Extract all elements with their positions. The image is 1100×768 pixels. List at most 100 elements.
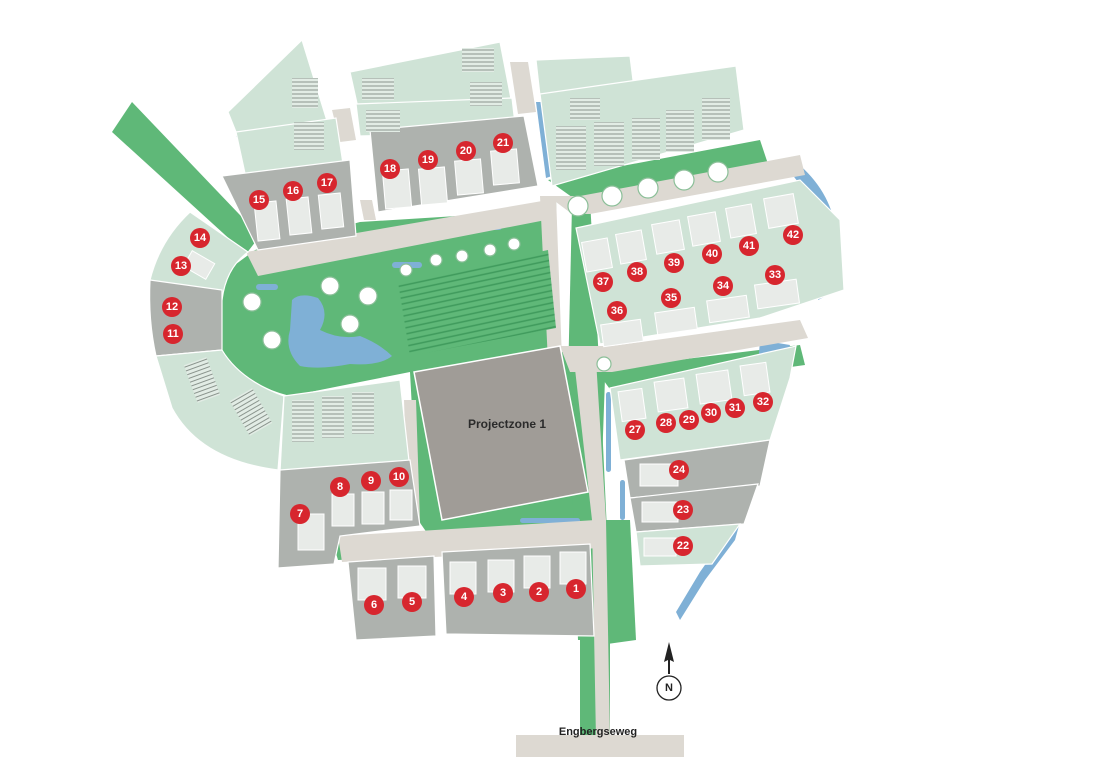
plot-number: 16 bbox=[287, 185, 299, 197]
plot-marker-circle bbox=[249, 190, 269, 210]
plot-marker-2[interactable]: 2 bbox=[529, 582, 549, 602]
plot-number: 22 bbox=[677, 540, 689, 552]
plot-marker-circle bbox=[679, 410, 699, 430]
plot-marker-circle bbox=[765, 265, 785, 285]
plot-marker-13[interactable]: 13 bbox=[171, 256, 191, 276]
house-footprints bbox=[182, 148, 801, 601]
plot-marker-18[interactable]: 18 bbox=[380, 159, 400, 179]
plot-marker-11[interactable]: 11 bbox=[163, 324, 183, 344]
plot-marker-34[interactable]: 34 bbox=[713, 276, 733, 296]
plot-number: 9 bbox=[368, 475, 374, 487]
plot-marker-circle bbox=[661, 288, 681, 308]
trees bbox=[242, 161, 729, 372]
plot-number: 31 bbox=[729, 402, 741, 414]
plot-number: 2 bbox=[536, 586, 542, 598]
plot-marker-41[interactable]: 41 bbox=[739, 236, 759, 256]
plot-marker-21[interactable]: 21 bbox=[493, 133, 513, 153]
plot-marker-circle bbox=[701, 403, 721, 423]
plot-number: 6 bbox=[371, 599, 377, 611]
plot-number: 21 bbox=[497, 137, 509, 149]
plot-marker-circle bbox=[664, 253, 684, 273]
plot-marker-circle bbox=[713, 276, 733, 296]
plot-marker-6[interactable]: 6 bbox=[364, 595, 384, 615]
plot-marker-circle bbox=[283, 181, 303, 201]
plot-marker-circle bbox=[418, 150, 438, 170]
plot-number: 8 bbox=[337, 481, 343, 493]
plot-marker-15[interactable]: 15 bbox=[249, 190, 269, 210]
plot-marker-4[interactable]: 4 bbox=[454, 587, 474, 607]
plot-marker-circle bbox=[456, 141, 476, 161]
plot-marker-circle bbox=[454, 587, 474, 607]
crop-field bbox=[398, 250, 556, 356]
plot-marker-27[interactable]: 27 bbox=[625, 420, 645, 440]
plot-marker-24[interactable]: 24 bbox=[669, 460, 689, 480]
plot-marker-1[interactable]: 1 bbox=[566, 579, 586, 599]
plot-marker-36[interactable]: 36 bbox=[607, 301, 627, 321]
plot-marker-circle bbox=[627, 262, 647, 282]
plot-marker-circle bbox=[673, 500, 693, 520]
plot-number: 36 bbox=[611, 305, 623, 317]
plot-marker-35[interactable]: 35 bbox=[661, 288, 681, 308]
plot-marker-28[interactable]: 28 bbox=[656, 413, 676, 433]
plot-marker-19[interactable]: 19 bbox=[418, 150, 438, 170]
plot-number: 28 bbox=[660, 417, 672, 429]
plot-marker-22[interactable]: 22 bbox=[673, 536, 693, 556]
plot-number: 11 bbox=[167, 328, 179, 340]
plot-marker-circle bbox=[783, 225, 803, 245]
plot-marker-17[interactable]: 17 bbox=[317, 173, 337, 193]
plot-marker-7[interactable]: 7 bbox=[290, 504, 310, 524]
plot-number: 39 bbox=[668, 257, 680, 269]
plot-marker-33[interactable]: 33 bbox=[765, 265, 785, 285]
plot-number: 27 bbox=[629, 424, 641, 436]
plot-marker-20[interactable]: 20 bbox=[456, 141, 476, 161]
plot-marker-32[interactable]: 32 bbox=[753, 392, 773, 412]
plot-number: 33 bbox=[769, 269, 781, 281]
plot-marker-circle bbox=[593, 272, 613, 292]
plot-marker-circle bbox=[493, 583, 513, 603]
project-zone[interactable]: Projectzone 1 bbox=[413, 345, 589, 521]
plot-marker-circle bbox=[171, 256, 191, 276]
project-zone-label: Projectzone 1 bbox=[468, 417, 546, 431]
plot-number: 23 bbox=[677, 504, 689, 516]
plot-marker-circle bbox=[330, 477, 350, 497]
plot-number: 14 bbox=[194, 232, 207, 244]
plot-marker-30[interactable]: 30 bbox=[701, 403, 721, 423]
plot-marker-circle bbox=[566, 579, 586, 599]
plot-marker-12[interactable]: 12 bbox=[162, 297, 182, 317]
plot-marker-37[interactable]: 37 bbox=[593, 272, 613, 292]
plot-number: 7 bbox=[297, 508, 303, 520]
plot-marker-10[interactable]: 10 bbox=[389, 467, 409, 487]
plot-marker-5[interactable]: 5 bbox=[402, 592, 422, 612]
plot-marker-circle bbox=[163, 324, 183, 344]
plot-number: 19 bbox=[422, 154, 434, 166]
plot-marker-circle bbox=[702, 244, 722, 264]
plot-number: 3 bbox=[500, 587, 506, 599]
plot-marker-29[interactable]: 29 bbox=[679, 410, 699, 430]
plot-marker-39[interactable]: 39 bbox=[664, 253, 684, 273]
plot-marker-31[interactable]: 31 bbox=[725, 398, 745, 418]
plot-number: 17 bbox=[321, 177, 333, 189]
garden-rows bbox=[183, 48, 730, 442]
plot-marker-23[interactable]: 23 bbox=[673, 500, 693, 520]
plot-number: 4 bbox=[461, 591, 468, 603]
plot-number: 38 bbox=[631, 266, 643, 278]
plot-number: 29 bbox=[683, 414, 695, 426]
plot-marker-8[interactable]: 8 bbox=[330, 477, 350, 497]
plot-marker-circle bbox=[656, 413, 676, 433]
plot-marker-circle bbox=[493, 133, 513, 153]
plot-marker-42[interactable]: 42 bbox=[783, 225, 803, 245]
plot-number: 20 bbox=[460, 145, 472, 157]
plot-marker-16[interactable]: 16 bbox=[283, 181, 303, 201]
plot-marker-9[interactable]: 9 bbox=[361, 471, 381, 491]
plot-number: 24 bbox=[673, 464, 686, 476]
plot-number: 18 bbox=[384, 163, 396, 175]
plot-marker-14[interactable]: 14 bbox=[190, 228, 210, 248]
plot-marker-3[interactable]: 3 bbox=[493, 583, 513, 603]
plot-number: 13 bbox=[175, 260, 187, 272]
plot-marker-38[interactable]: 38 bbox=[627, 262, 647, 282]
plot-number: 10 bbox=[393, 471, 405, 483]
plot-number: 12 bbox=[166, 301, 178, 313]
plot-number: 15 bbox=[253, 194, 265, 206]
plot-number: 41 bbox=[743, 240, 755, 252]
plot-marker-40[interactable]: 40 bbox=[702, 244, 722, 264]
